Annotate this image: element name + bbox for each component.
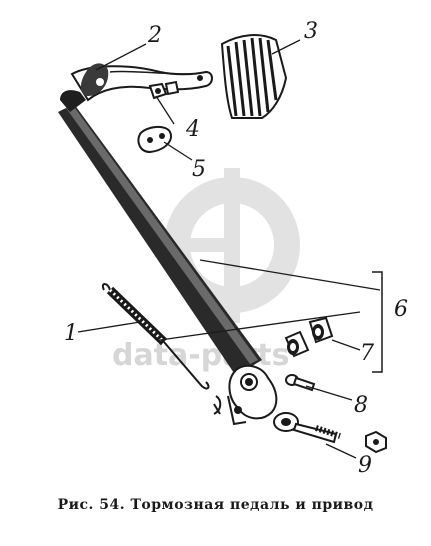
part-1-spring (101, 283, 222, 415)
part-7-bushings (284, 316, 334, 358)
part-9-rod (273, 412, 341, 444)
pedal-upper-arm (70, 63, 213, 102)
label-2: 2 (147, 23, 162, 48)
pedal-lever (58, 90, 278, 426)
part-5-bracket (137, 126, 172, 154)
leader-lines (77, 39, 381, 459)
group-bracket-6 (372, 271, 383, 373)
part-3-pedal-pad (220, 34, 288, 119)
label-8: 8 (354, 393, 368, 418)
label-4: 4 (185, 117, 200, 142)
watermark-text: data-parts (112, 338, 289, 373)
label-1: 1 (64, 321, 78, 346)
label-3: 3 (304, 19, 318, 44)
nut (365, 430, 387, 454)
label-5: 5 (192, 157, 206, 182)
label-6: 6 (394, 297, 408, 322)
figure-caption: Рис. 54. Тормозная педаль и привод (57, 497, 374, 513)
part-4-pin (148, 80, 180, 100)
label-7: 7 (360, 341, 374, 366)
watermark-logo (164, 168, 300, 323)
label-9: 9 (358, 453, 372, 478)
